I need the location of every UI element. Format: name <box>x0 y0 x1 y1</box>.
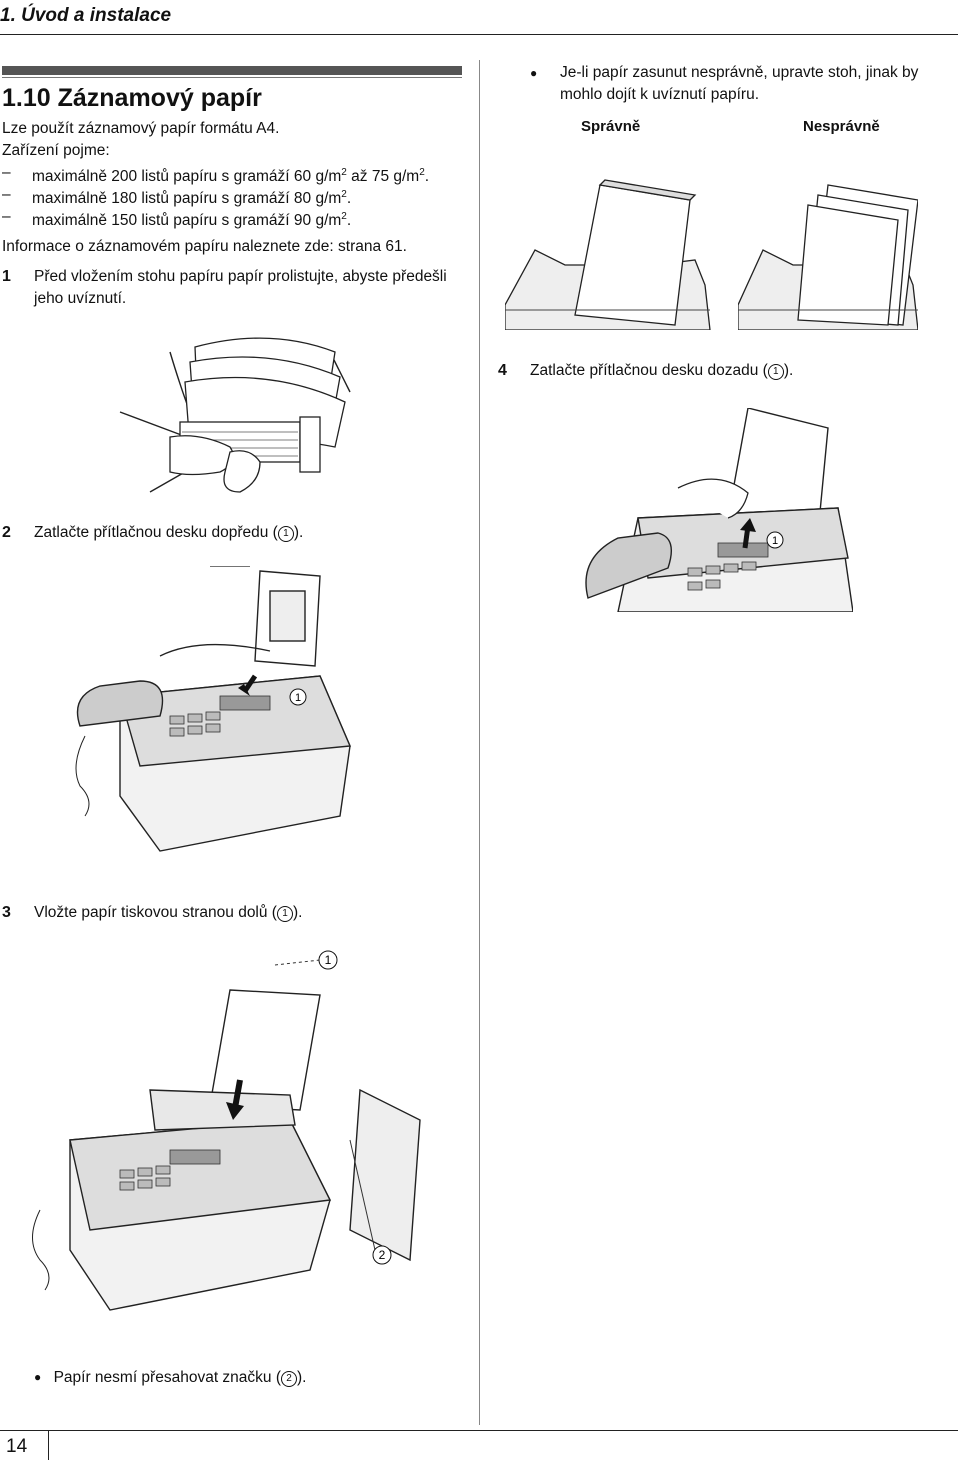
right-note: ● Je-li papír zasunut nesprávně, upravte… <box>530 62 950 106</box>
superscript: 2 <box>341 167 347 178</box>
step-text-continued: jeho uvíznutí. <box>34 290 127 307</box>
capacity-list: – maximálně 200 listů papíru s gramáží 6… <box>2 162 472 230</box>
chapter-title: 1. Úvod a instalace <box>0 5 172 26</box>
column-divider <box>479 60 480 1425</box>
superscript: 2 <box>419 167 425 178</box>
marker-1-icon: 1 <box>276 906 293 922</box>
period: . <box>346 190 352 208</box>
note-text: Papír nesmí přesahovat značku ( <box>53 1369 282 1386</box>
step-number: 2 <box>2 524 11 541</box>
step-text-end: ). <box>783 362 794 379</box>
note-text-end: ). <box>297 1369 307 1386</box>
dash: – <box>2 186 11 203</box>
capacity-item: – maximálně 200 listů papíru s gramáží 6… <box>2 162 472 186</box>
capacity-text: maximálně 200 listů papíru s gramáží 60 … <box>32 168 342 186</box>
superscript: 2 <box>341 189 347 200</box>
step-2: 2 Zatlačte přítlačnou desku dopředu (1). <box>2 522 303 544</box>
page-number: 14 <box>6 1436 28 1457</box>
info-text: Informace o záznamovém papíru naleznete … <box>2 238 407 255</box>
fax-machine-load-paper-illustration: 1 2 <box>32 950 421 1311</box>
marker-1-label: 1 <box>325 953 332 967</box>
step-text-end: ). <box>292 904 303 921</box>
note-line-2: mohlo dojít k uvíznutí papíru. <box>560 86 760 103</box>
intro-text: Lze použít záznamový papír formátu A4. <box>2 120 280 137</box>
incorrect-label: Nesprávně <box>803 118 880 135</box>
step-text-end: ). <box>293 524 304 541</box>
step-1: 1 Před vložením stohu papíru papír proli… <box>2 266 472 307</box>
step-number: 3 <box>2 904 11 921</box>
fax-machine-push-forward-illustration: 1 <box>75 566 352 852</box>
marker-1-icon: 1 <box>277 526 294 542</box>
fax-machine-push-back-illustration: 1 <box>585 408 853 612</box>
step-3: 3 Vložte papír tiskovou stranou dolů (1)… <box>2 902 302 924</box>
section-bar <box>2 66 462 75</box>
marker-1-label: 1 <box>772 535 778 547</box>
capacity-item: – maximálně 150 listů papíru s gramáží 9… <box>2 206 472 230</box>
holds-label: Zařízení pojme: <box>2 142 110 159</box>
dash: – <box>2 208 11 225</box>
capacity-text: maximálně 180 listů papíru s gramáží 80 … <box>32 190 342 208</box>
header-rule <box>0 34 958 35</box>
footer-divider <box>48 1430 49 1460</box>
note-line-1: Je-li papír zasunut nesprávně, upravte s… <box>560 64 919 81</box>
correct-label: Správně <box>581 118 641 135</box>
marker-1-icon: 1 <box>767 364 784 380</box>
period: . <box>424 168 430 186</box>
step-text: Před vložením stohu papíru papír prolist… <box>34 268 447 285</box>
step-4: 4 Zatlačte přítlačnou desku dozadu (1). <box>498 360 793 382</box>
step-text: Zatlačte přítlačnou desku dozadu ( <box>530 362 768 379</box>
step-3-note: ● Papír nesmí přesahovat značku (2). <box>34 1366 306 1389</box>
footer-rule <box>0 1430 958 1431</box>
marker-1-label: 1 <box>295 692 301 704</box>
section-title: 1.10 Záznamový papír <box>2 84 262 112</box>
capacity-text: maximálně 150 listů papíru s gramáží 90 … <box>32 212 342 230</box>
section-bar-thin <box>2 77 462 78</box>
step-number: 4 <box>498 362 507 379</box>
marker-2-label: 2 <box>379 1248 386 1262</box>
capacity-item: – maximálně 180 listů papíru s gramáží 8… <box>2 184 472 208</box>
capacity-tail: až 75 g/m <box>346 168 420 186</box>
period: . <box>346 212 352 230</box>
correct-stacking-illustration <box>505 179 711 330</box>
step-text: Zatlačte přítlačnou desku dopředu ( <box>34 524 278 541</box>
step-text: Vložte papír tiskovou stranou dolů ( <box>34 904 277 921</box>
superscript: 2 <box>341 211 347 222</box>
incorrect-stacking-illustration <box>738 184 918 330</box>
step-number: 1 <box>2 268 11 285</box>
bullet: ● <box>34 1370 42 1384</box>
bullet: ● <box>530 66 538 80</box>
marker-2-icon: 2 <box>281 1371 298 1387</box>
dash: – <box>2 164 11 181</box>
fanning-paper-illustration <box>119 337 351 493</box>
